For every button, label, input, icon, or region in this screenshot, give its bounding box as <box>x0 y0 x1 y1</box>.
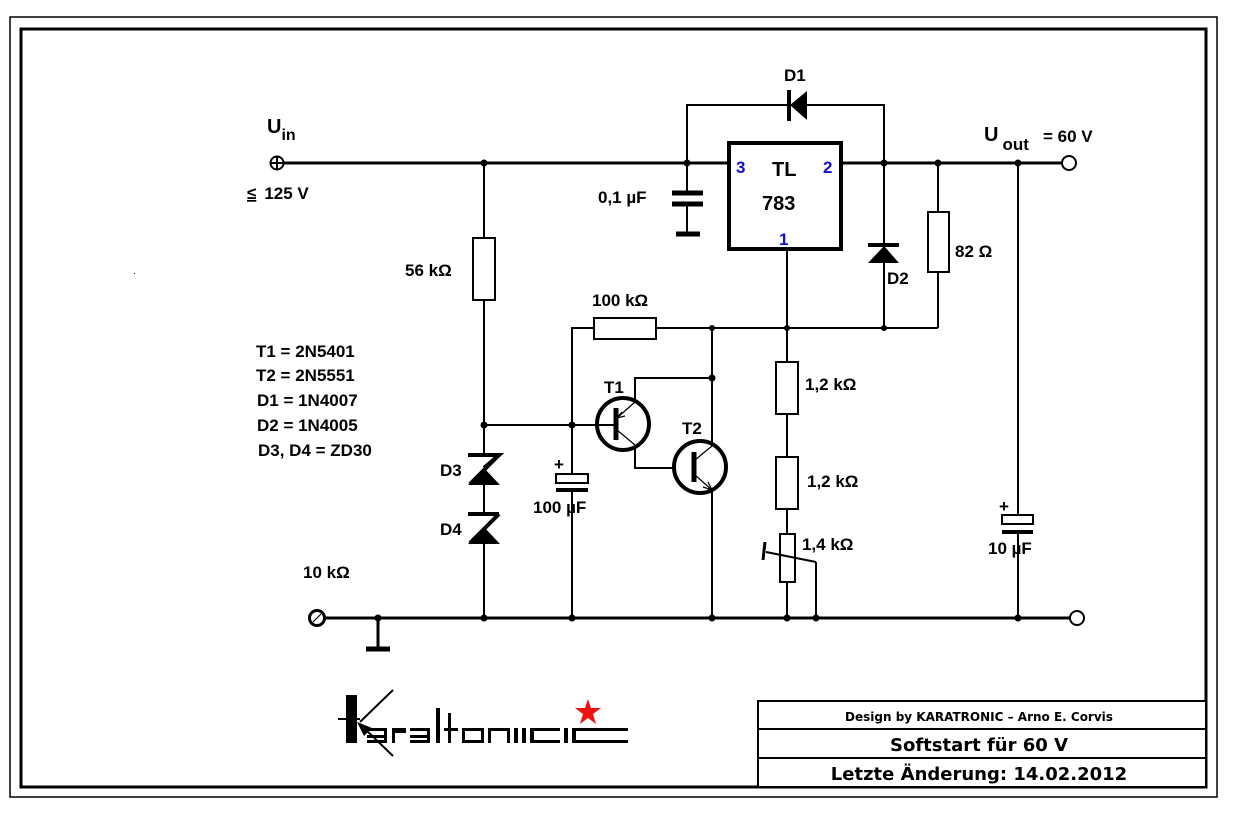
c10-label: 10 µF <box>988 539 1032 558</box>
resistor-82 <box>927 163 950 328</box>
t2-label: T2 <box>682 419 702 438</box>
title-text: Softstart für 60 V <box>890 735 1068 756</box>
parts-list: T1 = 2N5401 T2 = 2N5551 D1 = 1N4007 D2 =… <box>256 342 372 460</box>
regulator-tl783: TL 783 3 2 1 <box>727 141 843 251</box>
pin-1: 1 <box>779 230 788 249</box>
designer-text: Design by KARATRONIC – Arno E. Corvis <box>845 710 1113 724</box>
capacitor-c-in <box>672 163 703 237</box>
d4-label: D4 <box>440 520 462 539</box>
pin-2: 2 <box>823 158 832 177</box>
last-change-text: Letzte Änderung: 14.02.2012 <box>831 763 1127 785</box>
r82-label: 82 Ω <box>955 242 992 261</box>
pot-label: 1,4 kΩ <box>802 535 853 554</box>
r56k-label: 56 kΩ <box>405 261 452 280</box>
diode-d1 <box>686 90 885 163</box>
pin-3: 3 <box>736 158 745 177</box>
resistor-1-2k-b <box>775 456 799 534</box>
ground-pot-label: 10 kΩ <box>303 563 350 582</box>
resistor-100k <box>593 317 657 340</box>
svg-text:783: 783 <box>762 193 795 215</box>
part-t2: T2 = 2N5551 <box>256 366 355 385</box>
output-ground-terminal[interactable] <box>1069 610 1085 626</box>
ground-rail <box>322 616 1073 652</box>
star-icon <box>575 699 601 724</box>
part-t1: T1 = 2N5401 <box>256 342 355 361</box>
potentiometer[interactable] <box>761 533 817 618</box>
transistor-t2 <box>672 439 728 495</box>
zener-d4 <box>468 512 501 618</box>
part-d2: D2 = 1N4005 <box>257 416 358 435</box>
resistor-56k <box>472 163 496 456</box>
t1-label: T1 <box>604 378 624 397</box>
c10-plus: + <box>999 497 1009 516</box>
transistor-t1 <box>595 377 712 469</box>
output-value: = 60 V <box>1043 127 1093 146</box>
c-in-label: 0,1 µF <box>598 188 647 207</box>
resistor-1-2k-a <box>775 328 799 457</box>
r100k-label: 100 kΩ <box>592 291 648 310</box>
d2-label: D2 <box>887 269 909 288</box>
outer-frame <box>9 16 1218 798</box>
output-terminal[interactable] <box>1061 155 1077 171</box>
c100-plus: + <box>554 455 564 474</box>
r1-2k-a-label: 1,2 kΩ <box>805 375 856 394</box>
inner-frame <box>19 27 1208 789</box>
r1-2k-b-label: 1,2 kΩ <box>807 472 858 491</box>
karatronic-logo <box>338 689 628 757</box>
input-limit: ≤125 V <box>247 184 309 203</box>
c100-label: 100 µF <box>533 498 586 517</box>
d1-label: D1 <box>784 66 806 85</box>
input-label: Uin <box>267 116 296 144</box>
d3-label: D3 <box>440 461 462 480</box>
svg-text:TL: TL <box>772 159 796 181</box>
zener-d3 <box>468 453 505 513</box>
diode-d2 <box>868 163 899 328</box>
capacitor-10uf <box>1001 163 1034 618</box>
part-d3-d4: D3, D4 = ZD30 <box>258 441 372 460</box>
capacitor-100uf <box>555 425 589 618</box>
part-d1: D1 = 1N4007 <box>257 391 358 410</box>
title-block: Design by KARATRONIC – Arno E. Corvis So… <box>757 700 1207 788</box>
input-terminal[interactable] <box>269 155 285 171</box>
